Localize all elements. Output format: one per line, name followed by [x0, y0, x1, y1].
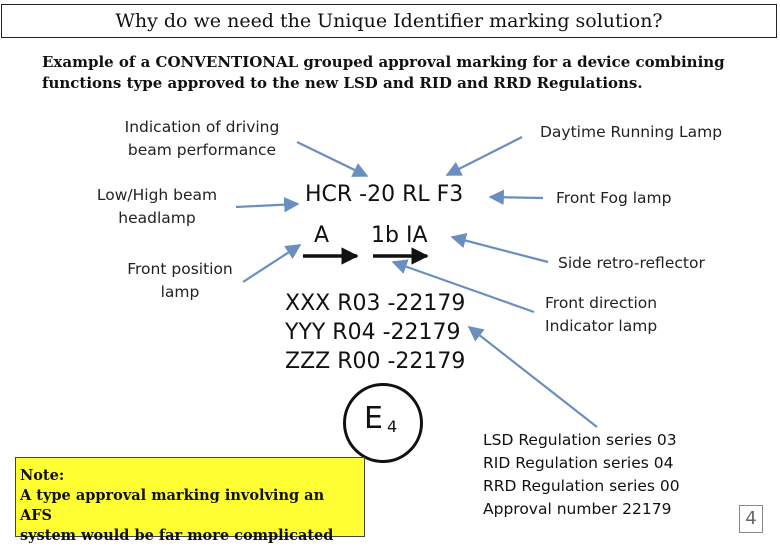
label-driving-beam: Indication of driving beam performance: [112, 116, 292, 162]
note-line-1: A type approval marking involving an AFS: [20, 487, 325, 524]
intro-text: Example of a CONVENTIONAL grouped approv…: [42, 52, 742, 94]
arrow-legend: [467, 326, 598, 428]
legend-line-4: Approval number 22179: [483, 500, 672, 518]
label-driving-beam-line-2: beam performance: [127, 141, 277, 159]
intro-line-1: Example of a CONVENTIONAL grouped approv…: [42, 53, 725, 71]
marking-line-2-b: 1b IA: [371, 223, 428, 248]
label-front-direction-line-1: Front direction: [545, 294, 658, 312]
legend-line-2: RID Regulation series 04: [483, 454, 674, 472]
arrow-low-high-beam: [235, 196, 300, 213]
note-box: Note: A type approval marking involving …: [15, 457, 365, 544]
regulation-line-2: YYY R04 -22179: [285, 320, 461, 345]
label-front-direction: Front direction Indicator lamp: [545, 292, 657, 338]
arrow-front-fog: [488, 189, 544, 205]
label-front-position-line-2: lamp: [160, 283, 200, 301]
legend-line-1: LSD Regulation series 03: [483, 431, 677, 449]
arrow-side-retro: [450, 233, 549, 264]
label-front-fog-lamp: Front Fog lamp: [556, 189, 672, 207]
label-low-high-line-2: headlamp: [118, 209, 196, 227]
label-front-position: Front position lamp: [110, 258, 250, 304]
label-front-position-line-1: Front position: [127, 260, 233, 278]
marking-line-2-a: A: [314, 223, 330, 248]
label-low-high-beam: Low/High beam headlamp: [82, 184, 232, 230]
regulation-line-3: ZZZ R00 -22179: [285, 349, 466, 374]
e-mark-number: 4: [387, 417, 398, 436]
e-mark-circle: [343, 383, 423, 463]
regulation-line-1: XXX R03 -22179: [285, 291, 466, 316]
intro-line-2: functions type approved to the new LSD a…: [42, 74, 643, 92]
page-number: 4: [739, 505, 763, 533]
arrow-front-position: [242, 244, 302, 283]
label-side-retro-reflector: Side retro-reflector: [558, 254, 705, 272]
arrow-driving-beam: [296, 141, 369, 177]
label-low-high-line-1: Low/High beam: [96, 186, 218, 204]
label-daytime-running-lamp: Daytime Running Lamp: [540, 123, 723, 141]
arrow-drl: [445, 136, 523, 176]
label-driving-beam-line-1: Indication of driving: [124, 118, 280, 136]
label-front-direction-line-2: Indicator lamp: [545, 317, 658, 335]
arrow-front-direction: [391, 259, 535, 314]
note-heading: Note:: [20, 467, 65, 484]
slide-title: Why do we need the Unique Identifier mar…: [1, 4, 777, 38]
legend-line-3: RRD Regulation series 00: [483, 477, 680, 495]
e-mark-letter: E: [364, 401, 383, 436]
regulation-legend: LSD Regulation series 03 RID Regulation …: [483, 429, 680, 521]
marking-line-1: HCR -20 RL F3: [305, 182, 464, 207]
